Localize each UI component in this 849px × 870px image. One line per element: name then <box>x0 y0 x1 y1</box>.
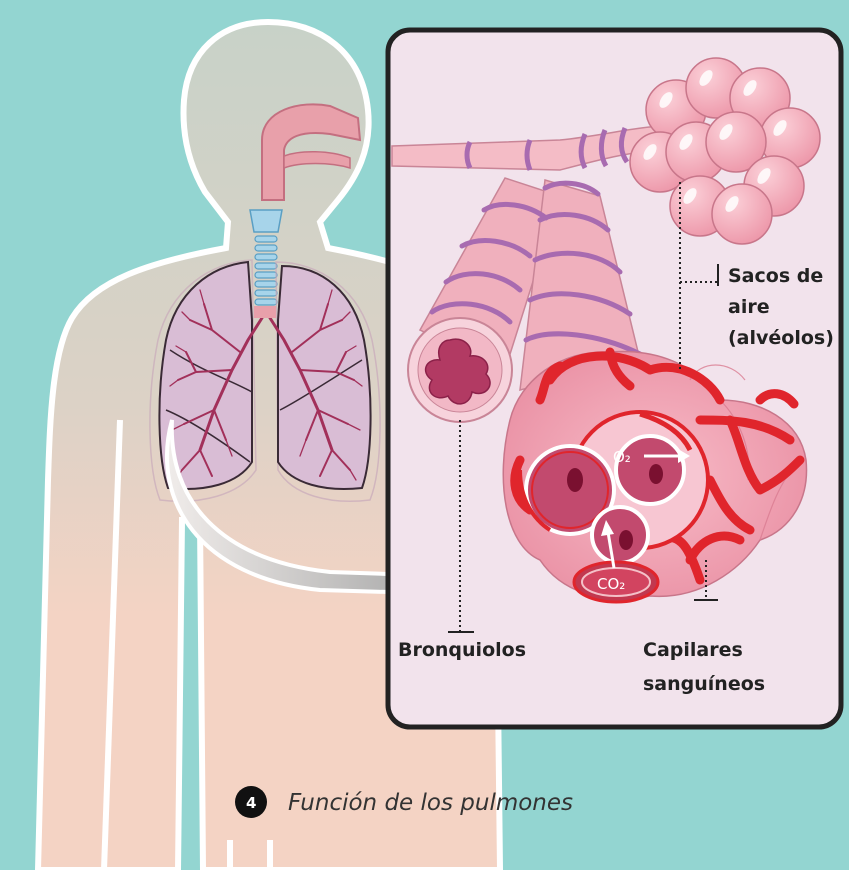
detail-panel: O₂ CO₂ Sacos de aire (alvéolos) Bronquio… <box>388 30 841 727</box>
air-sacs-label-line2: aire <box>728 296 770 318</box>
oxygen-label: O₂ <box>613 448 631 466</box>
bronchioles-label: Bronquiolos <box>398 639 526 661</box>
air-sacs-label-line1: Sacos de <box>728 265 823 287</box>
capillaries-label-line1: Capilares <box>643 639 743 661</box>
bronchiole-cross-section <box>408 318 512 422</box>
air-sacs-label-line3: (alvéolos) <box>728 327 834 349</box>
figure-number: 4 <box>246 794 256 812</box>
caption-text: Función de los pulmones <box>288 790 573 816</box>
carbon-dioxide-label: CO₂ <box>597 575 625 593</box>
capillaries-label-line2: sanguíneos <box>643 673 765 695</box>
